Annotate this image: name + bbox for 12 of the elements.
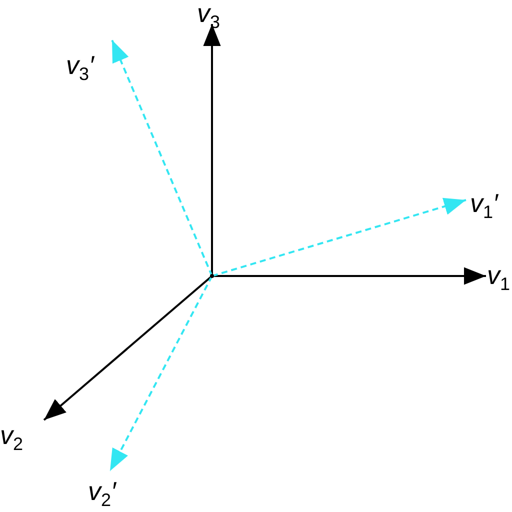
vector-arrow [203,24,221,276]
vector-label: v$_{3}$′ [66,52,94,88]
vector-arrow [212,198,466,277]
vector-arrow [111,40,213,276]
vector-label: v$_{2}$′ [88,478,116,512]
vector-label: v$_{2}$ [0,422,24,458]
vector-arrow [109,276,213,472]
origin-point [210,274,214,278]
vector-arrow [212,267,486,285]
vector-label: v$_{1}$′ [470,190,498,226]
vector-arrow [43,275,213,421]
vector-label: v$_{1}$ [487,262,510,298]
